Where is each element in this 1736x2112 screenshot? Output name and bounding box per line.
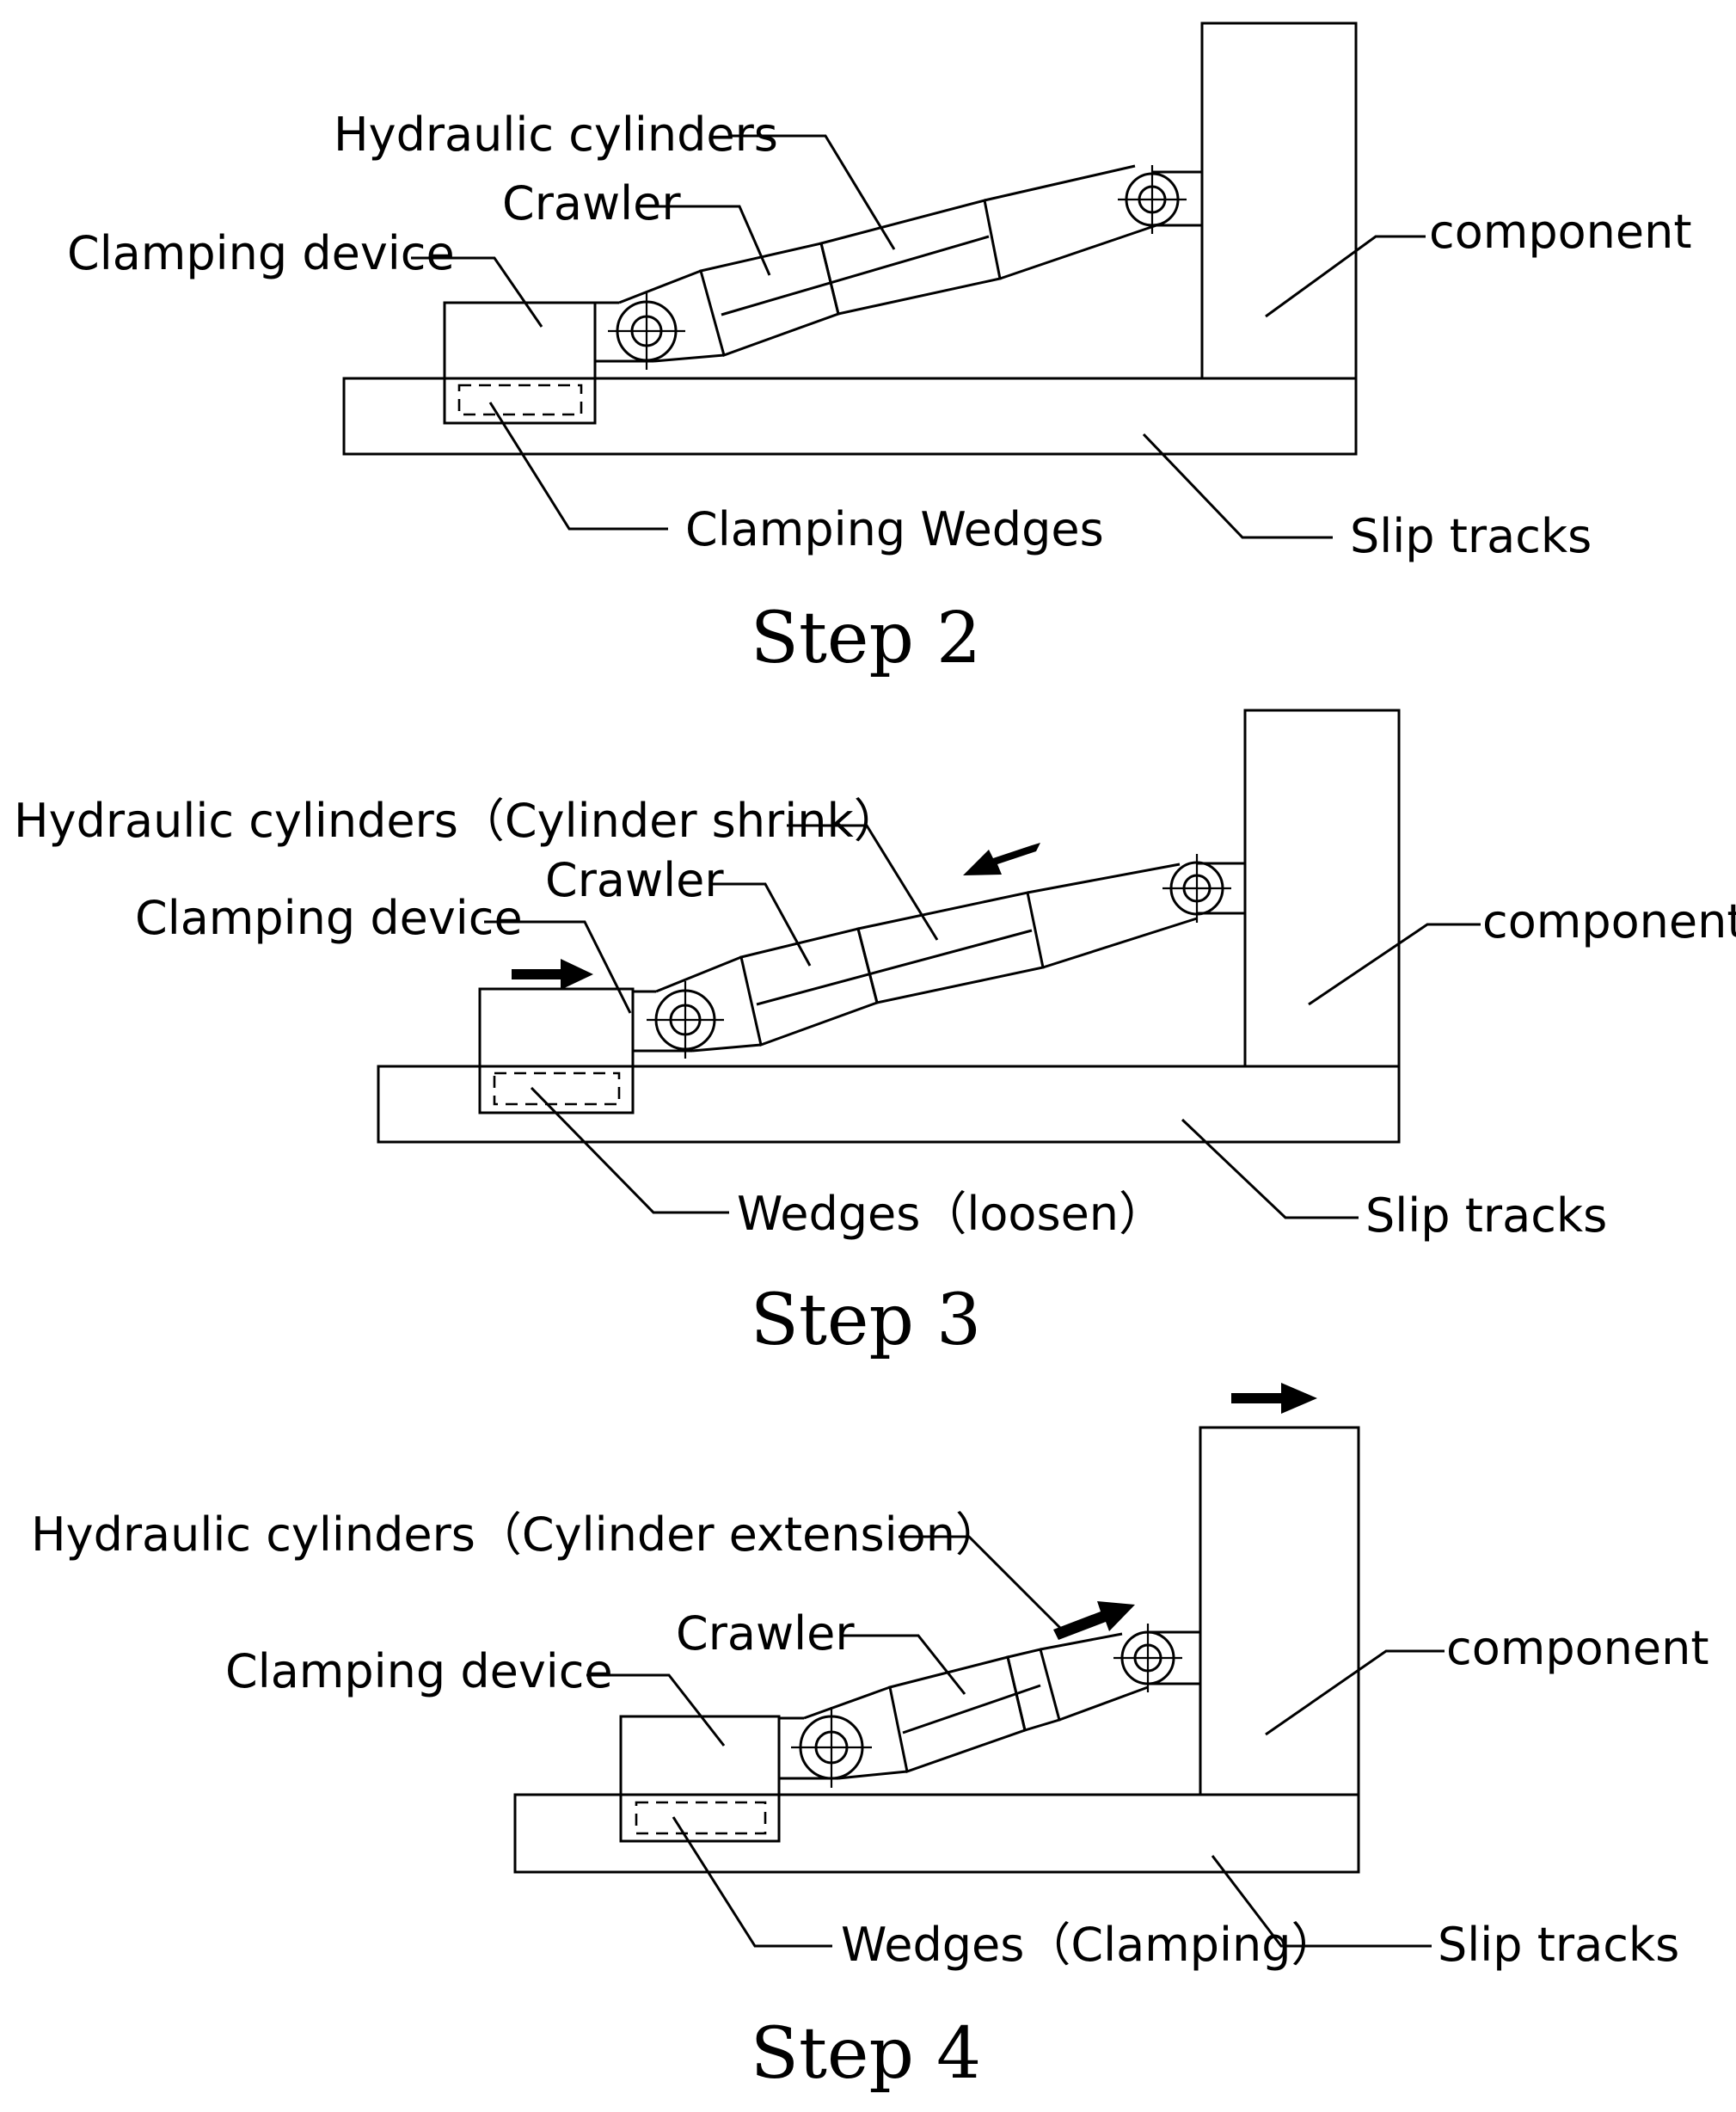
step2-label-wedges: Clamping Wedges	[685, 502, 1104, 556]
step2-slip-track	[342, 377, 1358, 456]
step2-leader-crawler	[657, 205, 771, 276]
step4-pin-right	[1113, 1624, 1182, 1692]
step2-clamping-wedges	[457, 384, 583, 416]
step3-component	[1243, 709, 1401, 1068]
step2-clamping-device	[443, 301, 597, 425]
step2-label-hydraulic: Hydraulic cylinders	[334, 107, 778, 162]
step3-label-component: component	[1482, 894, 1736, 949]
step4-label-crawler: Crawler	[676, 1606, 855, 1661]
step4-leader-tracks	[1211, 1855, 1432, 1948]
step4-arrow-component-right	[1231, 1383, 1317, 1414]
step3-title: Step 3	[751, 1280, 981, 1361]
step4-label-wedges: Wedges（Clamping）	[841, 1918, 1338, 1972]
step4-label-tracks: Slip tracks	[1438, 1918, 1679, 1972]
step3-leader-tracks	[1181, 1118, 1359, 1219]
step2-leader-hydraulic	[729, 134, 896, 250]
step4-clamping-device	[619, 1715, 781, 1843]
step3-leader-wedges	[530, 1086, 729, 1214]
step2-title: Step 2	[751, 598, 981, 679]
step4-wedges	[635, 1801, 767, 1835]
step4-label-component: component	[1446, 1621, 1709, 1675]
step2-pin-left	[608, 292, 685, 370]
step3-label-wedges: Wedges（loosen）	[737, 1187, 1165, 1241]
step3-label-crawler: Crawler	[545, 853, 724, 907]
step3-pin-right	[1162, 854, 1231, 923]
step3-arrow-clamp-right	[512, 959, 593, 990]
step3-pin-left	[647, 981, 724, 1059]
step3-slip-track	[377, 1065, 1401, 1144]
step4-pin-left	[791, 1707, 872, 1788]
step2-leader-wedges	[488, 402, 668, 531]
step4-arrow-cylinder-extend	[1053, 1601, 1135, 1640]
step4-leader-component	[1265, 1649, 1445, 1736]
step4-component	[1199, 1426, 1360, 1796]
step4-leader-clamping	[586, 1673, 726, 1747]
step4-label-clamping: Clamping device	[225, 1644, 613, 1698]
step3-label-tracks: Slip tracks	[1365, 1188, 1607, 1243]
step2-leader-tracks	[1142, 433, 1333, 539]
step2-pin-right	[1118, 165, 1187, 234]
step2-component	[1200, 21, 1358, 380]
step2-label-tracks: Slip tracks	[1350, 509, 1592, 563]
step-3-panel: Hydraulic cylinders（Cylinder shrink） Cra…	[14, 709, 1736, 1361]
step2-label-clamping: Clamping device	[67, 226, 455, 280]
step4-title: Step 4	[751, 2013, 981, 2095]
step2-label-component: component	[1429, 205, 1692, 259]
step2-label-crawler: Crawler	[502, 176, 681, 230]
step3-arrow-crawler-left	[963, 843, 1040, 875]
step-2-panel: Hydraulic cylinders Crawler Clamping dev…	[67, 21, 1692, 679]
step3-cylinder-assembly	[633, 862, 1245, 1053]
step4-label-hydraulic: Hydraulic cylinders（Cylinder extension）	[31, 1507, 1002, 1562]
step3-leader-hydraulic	[787, 824, 939, 941]
step3-leader-component	[1308, 923, 1481, 1006]
step3-label-hydraulic: Hydraulic cylinders（Cylinder shrink）	[14, 794, 900, 848]
step2-leader-clamping	[411, 256, 543, 328]
step4-leader-crawler	[841, 1634, 966, 1695]
step4-leader-wedges	[672, 1816, 832, 1948]
step4-slip-track	[513, 1793, 1360, 1874]
step3-leader-clamping	[484, 920, 632, 1014]
step2-cylinder-assembly	[595, 164, 1202, 363]
step4-cylinder-assembly	[779, 1630, 1200, 1780]
step3-wedges	[493, 1071, 621, 1106]
step4-leader-hydraulic	[899, 1535, 1064, 1631]
step-4-panel: Hydraulic cylinders（Cylinder extension） …	[31, 1383, 1709, 2095]
step3-label-clamping: Clamping device	[135, 891, 523, 945]
step3-clamping-device	[478, 987, 635, 1114]
step2-leader-component	[1265, 235, 1426, 318]
step3-leader-crawler	[710, 882, 812, 967]
